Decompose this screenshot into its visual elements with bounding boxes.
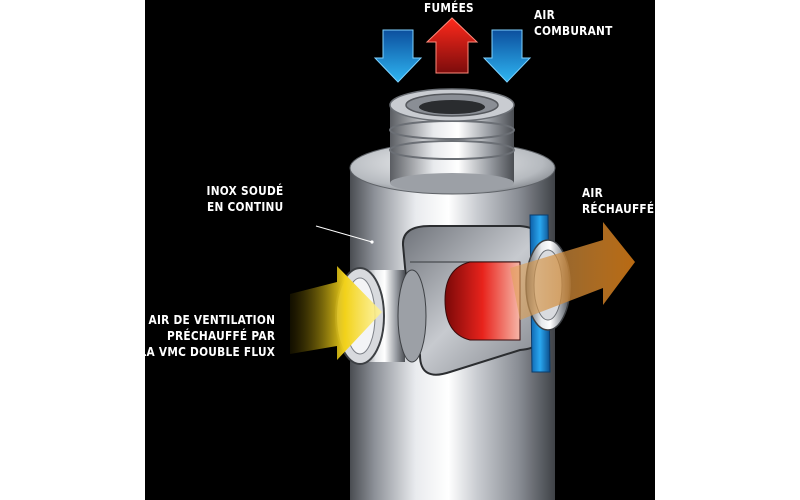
label-air-rechauffe-line-2: RÉCHAUFFÉ — [582, 201, 654, 217]
combustion-air-arrow-right — [484, 30, 530, 82]
label-air-rechauffe-line-1: AIR — [582, 185, 654, 201]
label-fumees: FUMÉES — [424, 0, 474, 16]
combustion-air-arrow-left — [375, 30, 421, 82]
label-inox: INOX SOUDÉ EN CONTINU — [206, 183, 283, 215]
label-air-comburant-line-1: AIR — [534, 7, 613, 23]
label-air-ventilation-line-3: LA VMC DOUBLE FLUX — [139, 344, 275, 360]
label-inox-line-2: EN CONTINU — [206, 199, 283, 215]
label-air-ventilation-line-2: PRÉCHAUFFÉ PAR — [139, 328, 275, 344]
label-air-ventilation-line-1: AIR DE VENTILATION — [139, 312, 275, 328]
label-inox-line-1: INOX SOUDÉ — [206, 183, 283, 199]
combustion-chamber — [445, 262, 520, 340]
label-air-rechauffe: AIR RÉCHAUFFÉ — [582, 185, 654, 217]
label-air-comburant-line-2: COMBURANT — [534, 23, 613, 39]
label-air-comburant: AIR COMBURANT — [534, 7, 613, 39]
smoke-arrow — [427, 18, 477, 73]
label-fumees-line: FUMÉES — [424, 0, 474, 16]
label-air-ventilation: AIR DE VENTILATION PRÉCHAUFFÉ PAR LA VMC… — [139, 312, 275, 360]
